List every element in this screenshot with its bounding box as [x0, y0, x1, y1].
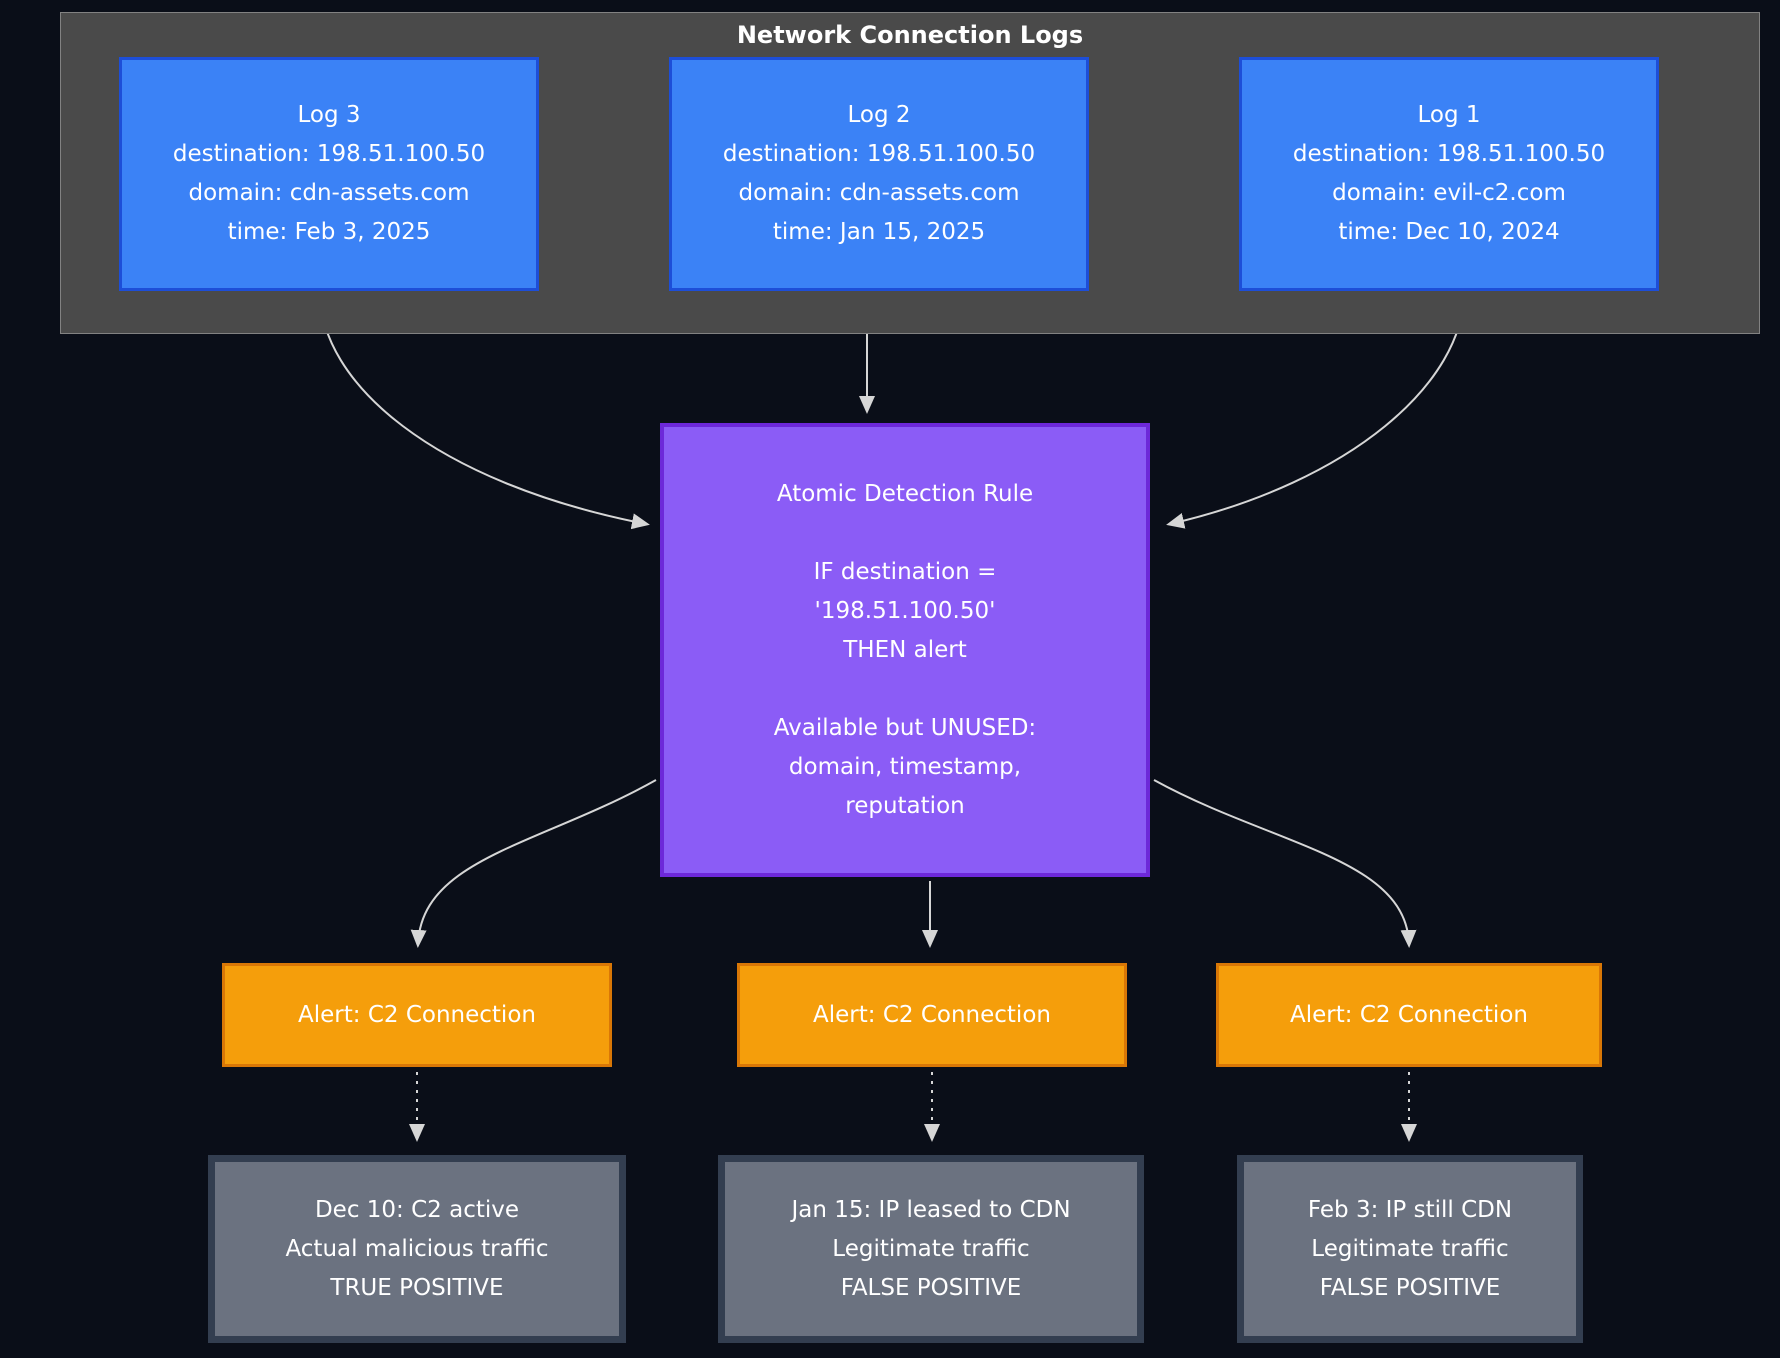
rule-unused-line2: domain, timestamp,: [788, 753, 1022, 780]
log3-destination: destination: 198.51.100.50: [172, 141, 486, 167]
outcome2-line3: FALSE POSITIVE: [840, 1274, 1022, 1301]
rule-unused-line1: Available but UNUSED:: [773, 714, 1037, 741]
node-log1: Log 1 destination: 198.51.100.50 domain:…: [1239, 57, 1659, 291]
outcome3-line3: FALSE POSITIVE: [1319, 1274, 1501, 1301]
rule-unused-line3: reputation: [845, 792, 965, 819]
cluster-title: Network Connection Logs: [736, 21, 1084, 49]
rule-title: Atomic Detection Rule: [776, 480, 1034, 507]
log2-destination: destination: 198.51.100.50: [722, 141, 1036, 167]
rule-logic-line1: IF destination =: [813, 558, 997, 585]
node-alert-3: Alert: C2 Connection: [1216, 963, 1602, 1067]
outcome3-line2: Legitimate traffic: [1311, 1235, 1509, 1262]
log3-time: time: Feb 3, 2025: [227, 219, 431, 245]
node-log3: Log 3 destination: 198.51.100.50 domain:…: [119, 57, 539, 291]
outcome1-line3: TRUE POSITIVE: [330, 1274, 504, 1301]
node-outcome-false-positive-1: Jan 15: IP leased to CDN Legitimate traf…: [718, 1155, 1144, 1343]
log2-title: Log 2: [847, 102, 911, 128]
node-alert-1: Alert: C2 Connection: [222, 963, 612, 1067]
node-outcome-false-positive-2: Feb 3: IP still CDN Legitimate traffic F…: [1237, 1155, 1583, 1343]
node-outcome-true-positive: Dec 10: C2 active Actual malicious traff…: [208, 1155, 626, 1343]
edge-rule-to-alert1: [410, 779, 657, 948]
log3-domain: domain: cdn-assets.com: [188, 180, 470, 206]
edge-rule-to-alert3: [1153, 779, 1417, 948]
network-logs-cluster: Network Connection Logs Log 3 destinatio…: [60, 12, 1760, 334]
node-atomic-detection-rule: Atomic Detection Rule IF destination = '…: [660, 423, 1150, 877]
log3-title: Log 3: [297, 102, 361, 128]
rule-logic-line3: THEN alert: [843, 636, 967, 663]
node-alert-2: Alert: C2 Connection: [737, 963, 1127, 1067]
log1-destination: destination: 198.51.100.50: [1292, 141, 1606, 167]
log1-title: Log 1: [1417, 102, 1481, 128]
outcome3-line1: Feb 3: IP still CDN: [1307, 1196, 1513, 1223]
node-log2: Log 2 destination: 198.51.100.50 domain:…: [669, 57, 1089, 291]
alert1-label: Alert: C2 Connection: [298, 1001, 536, 1028]
alert3-label: Alert: C2 Connection: [1290, 1001, 1528, 1028]
log2-time: time: Jan 15, 2025: [772, 219, 986, 245]
rule-logic-line2: '198.51.100.50': [814, 597, 996, 624]
log2-domain: domain: cdn-assets.com: [738, 180, 1020, 206]
outcome2-line1: Jan 15: IP leased to CDN: [791, 1196, 1071, 1223]
outcome1-line1: Dec 10: C2 active: [314, 1196, 520, 1223]
outcome2-line2: Legitimate traffic: [832, 1235, 1030, 1262]
log1-domain: domain: evil-c2.com: [1332, 180, 1566, 206]
log1-time: time: Dec 10, 2024: [1338, 219, 1560, 245]
alert2-label: Alert: C2 Connection: [813, 1001, 1051, 1028]
outcome1-line2: Actual malicious traffic: [285, 1235, 549, 1262]
